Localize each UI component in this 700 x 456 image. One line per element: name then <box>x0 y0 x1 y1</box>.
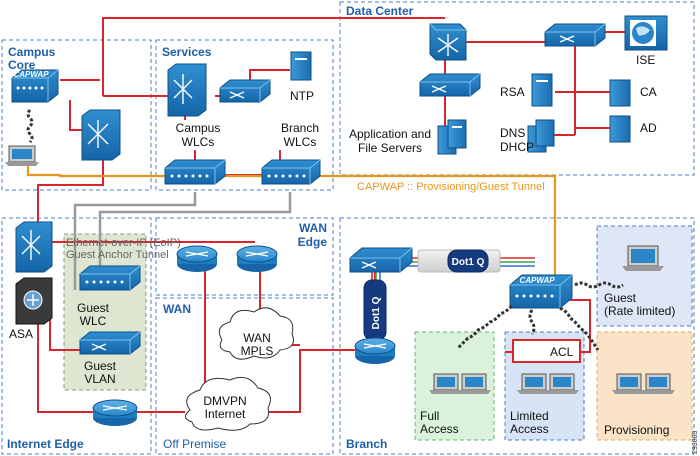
capwap-tunnel-label: CAPWAP :: Provisioning/Guest Tunnel <box>357 181 545 193</box>
branch-switch <box>349 247 413 273</box>
wan-edge-region <box>155 217 334 296</box>
dot1q-horizontal-tunnel: Dot1 Q <box>417 249 501 273</box>
wan-mpls-cloud <box>218 307 294 360</box>
link-acl-ap <box>505 299 591 353</box>
branch-region <box>339 217 695 455</box>
link-dc-backbone <box>102 17 445 96</box>
dot1q-vertical-tunnel: Dot1 Q <box>363 279 387 341</box>
branch-wlc-device <box>261 159 321 185</box>
campus-wireless-squiggle <box>26 108 34 144</box>
ise-server <box>624 15 668 51</box>
dns-dhcp-servers <box>527 119 555 153</box>
ise-label: ISE <box>636 53 655 67</box>
campus-laptop <box>5 145 39 166</box>
dot1q-horizontal-label: Dot1 Q <box>452 257 485 268</box>
wan-region <box>155 297 334 455</box>
wireless-to-full <box>456 304 514 350</box>
services-switch <box>219 79 271 103</box>
wan-router-right <box>236 245 278 272</box>
asa-firewall <box>15 277 53 325</box>
ad-label: AD <box>640 121 657 135</box>
campus-wlc-device <box>164 159 226 185</box>
ntp-server <box>290 51 312 81</box>
services-region <box>155 39 334 191</box>
campus-ap-label: CAPWAP <box>13 70 49 79</box>
link-wan-dmvpn <box>195 270 206 396</box>
dc-core-switch-right <box>544 23 606 47</box>
eoip-line-b <box>98 192 292 268</box>
campus-core-switch <box>81 109 121 161</box>
guest-zone <box>596 225 693 327</box>
full-access-laptops <box>429 373 491 394</box>
provisioning-laptops <box>612 373 675 394</box>
link-ntp <box>249 69 290 80</box>
off-premise-title: Off Premise <box>163 437 226 451</box>
link-core-internet <box>37 148 104 228</box>
rsa-label: RSA <box>500 85 525 99</box>
ca-label: CA <box>640 85 657 99</box>
internet-router <box>92 399 138 426</box>
eoip-zone <box>63 233 147 391</box>
dot1q-vertical-label: Dot1 Q <box>371 296 382 329</box>
acl-label: ACL <box>550 345 574 359</box>
application-file-servers <box>437 119 467 155</box>
branch-title: Branch <box>346 437 387 451</box>
ad-server <box>609 115 631 143</box>
guest-laptop <box>622 245 664 271</box>
services-core-switch <box>167 63 207 117</box>
branch-router <box>354 337 396 364</box>
ntp-label: NTP <box>290 89 314 103</box>
eoip-tunnel-label: Ethernet-over-IP (EoIP)Guest Anchor Tunn… <box>66 237 181 261</box>
ca-server <box>609 79 631 107</box>
dc-core-switch-left <box>429 23 467 61</box>
internet-edge-title: Internet Edge <box>7 437 84 451</box>
dmvpn-cloud <box>185 376 271 431</box>
wireless-to-guest <box>574 281 624 289</box>
dc-access-switch <box>419 73 481 97</box>
wireless-to-limited <box>528 309 536 335</box>
guest-vlan-switch <box>79 331 141 355</box>
wan-title: WAN <box>163 302 191 316</box>
link-campus-core-services <box>60 79 185 97</box>
link-dmvpn-branch <box>255 349 355 413</box>
wireless-to-provisioning <box>559 306 600 351</box>
capwap-label-bg <box>355 180 541 193</box>
guest-wlc-device <box>79 265 141 291</box>
provisioning-label: Provisioning <box>604 423 669 437</box>
capwap-tunnel-line <box>26 160 557 275</box>
asa-label: ASA <box>9 327 33 341</box>
link-asa-router <box>37 320 95 413</box>
internet-edge-region <box>1 217 152 455</box>
branch-ap-label: CAPWAP <box>519 276 555 285</box>
limited-access-laptops <box>517 373 579 394</box>
wan-router-left <box>176 245 218 272</box>
branch-ap: CAPWAP <box>509 274 573 309</box>
provisioning-zone <box>596 331 693 441</box>
rsa-server <box>531 73 553 107</box>
data-center-title: Data Center <box>346 4 414 18</box>
eoip-line-a <box>73 192 197 290</box>
internet-edge-switch <box>15 221 53 273</box>
campus-core-region <box>1 39 152 191</box>
acl-box <box>512 339 581 363</box>
campus-ap: CAPWAP <box>11 69 59 103</box>
figure-id: 293083 <box>692 431 699 454</box>
services-title: Services <box>162 45 212 59</box>
guest-rate-label: Guest(Rate limited) <box>604 291 675 318</box>
link-core-dist <box>69 100 85 131</box>
